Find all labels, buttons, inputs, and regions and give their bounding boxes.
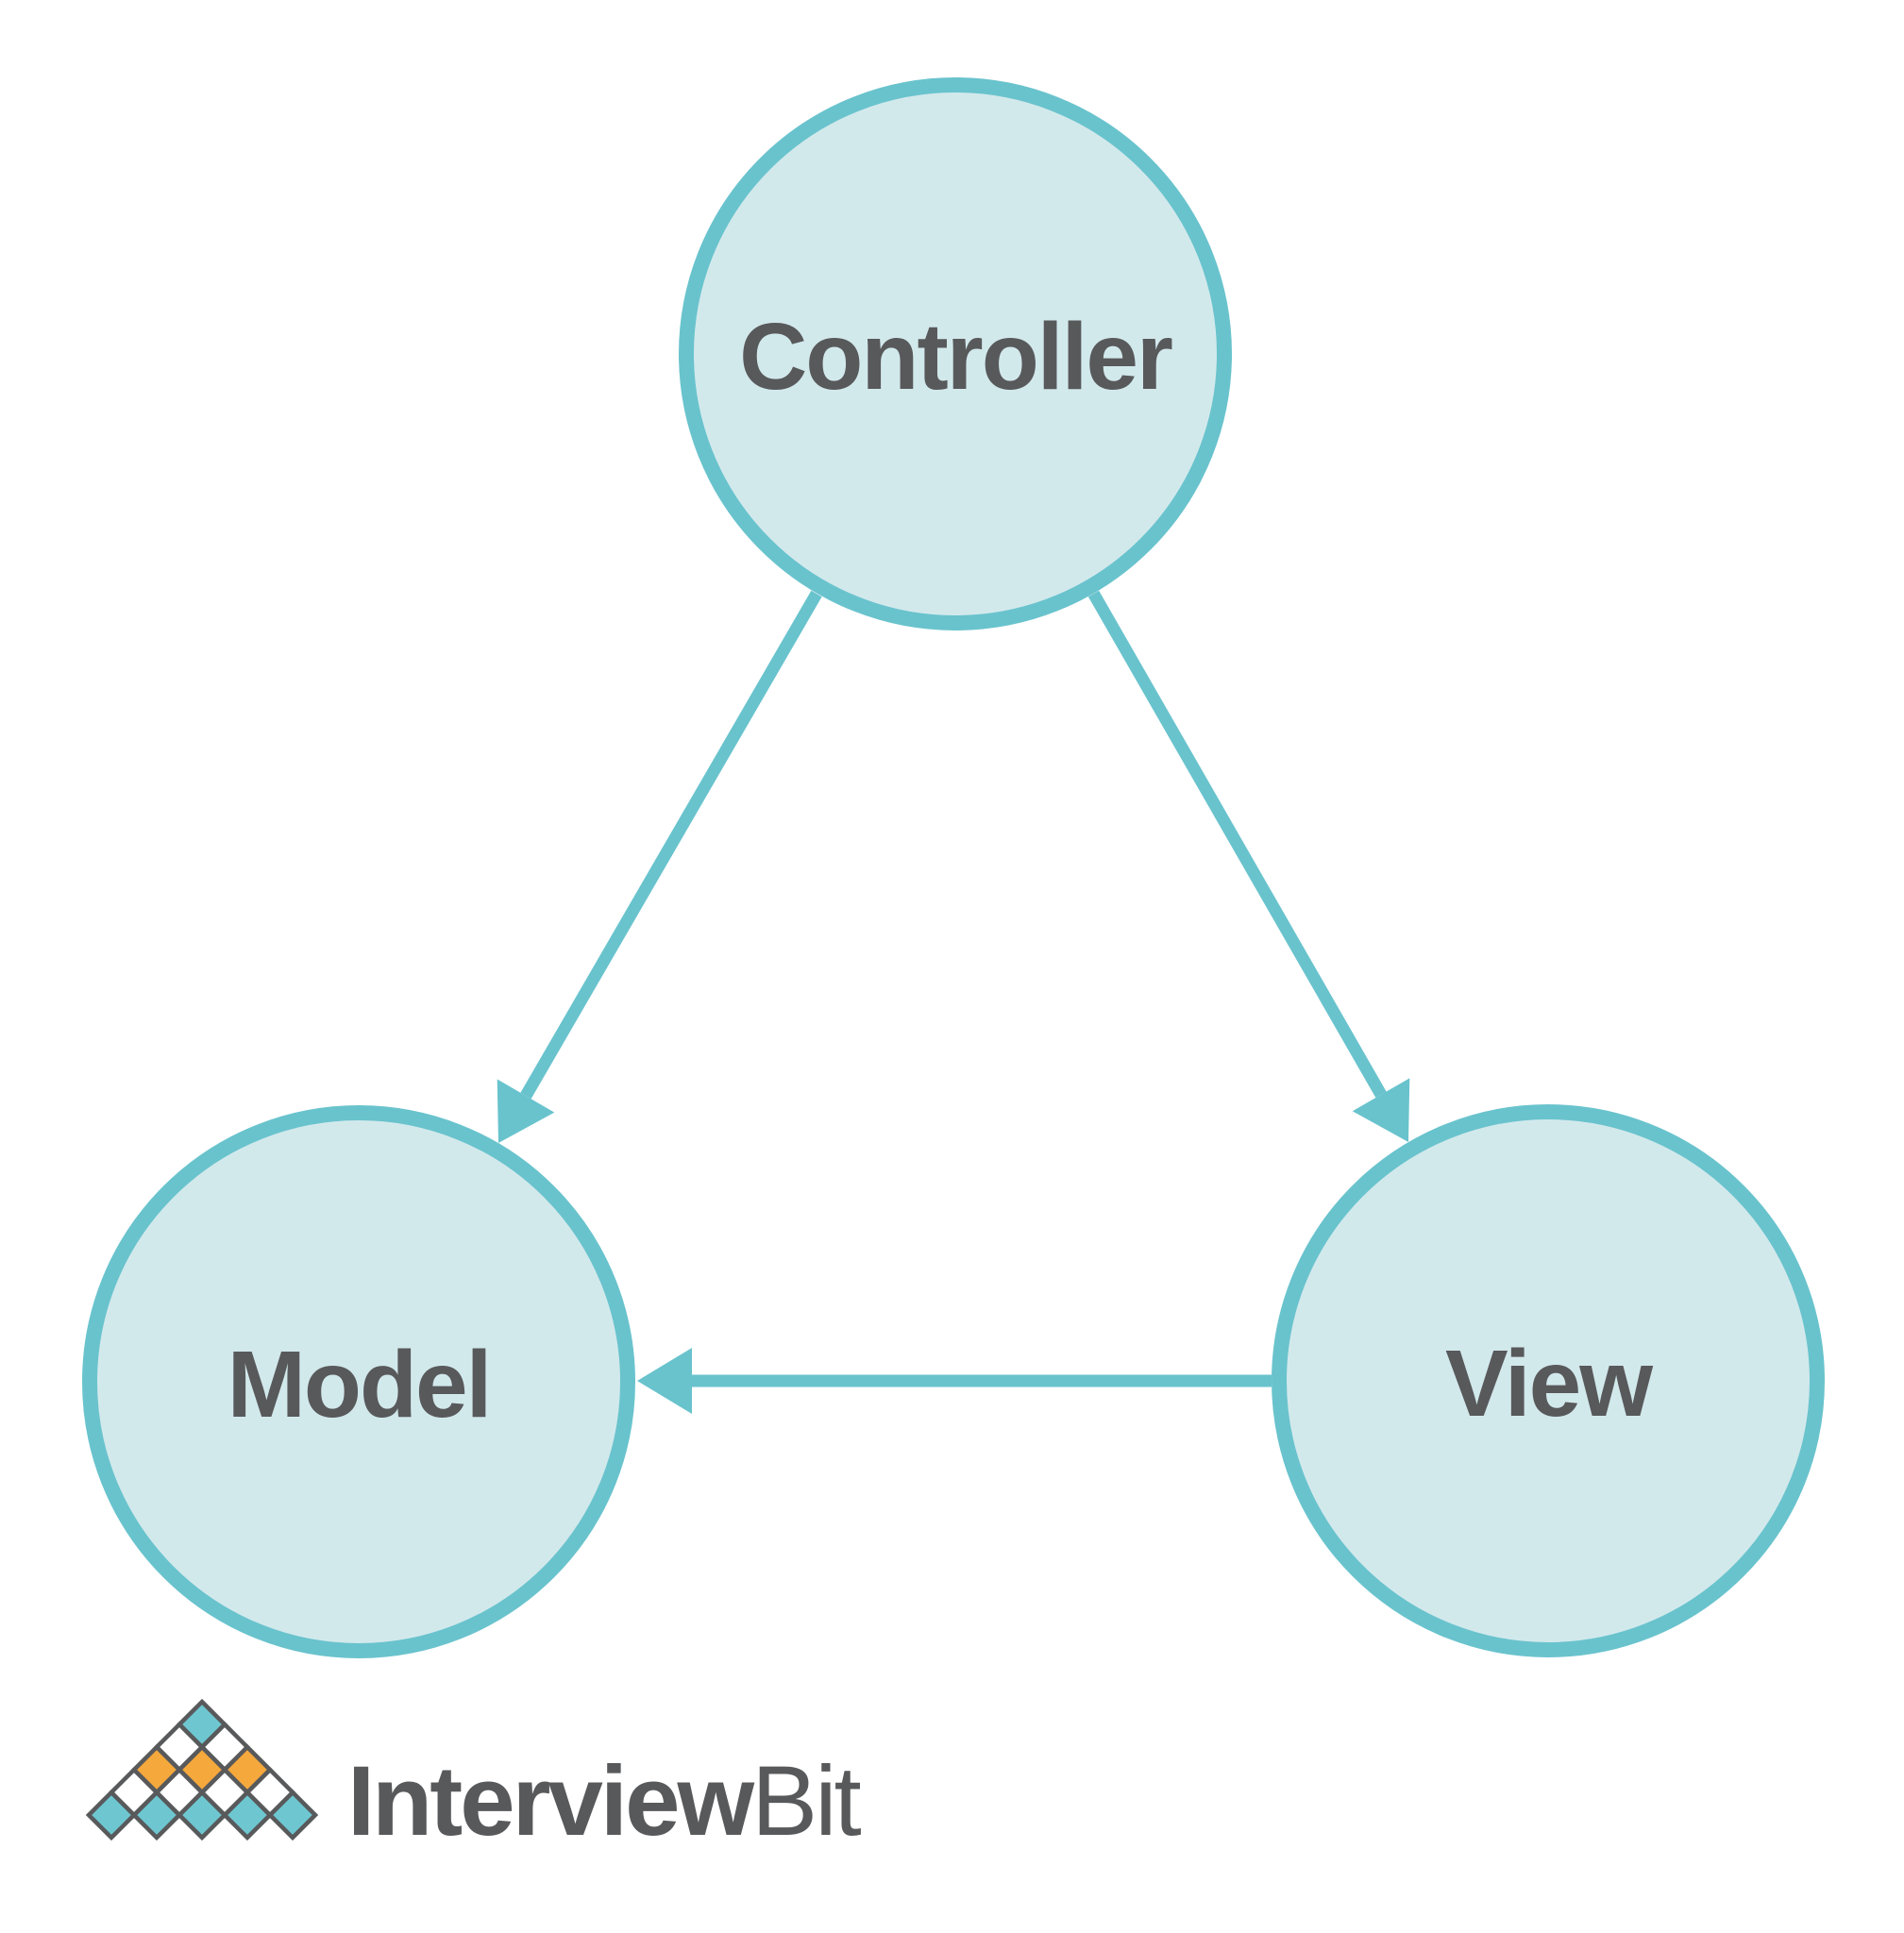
node-group: Controller Model View: [82, 77, 1825, 1658]
controller-circle: [679, 77, 1232, 630]
node-model: Model: [82, 1105, 635, 1658]
interviewbit-logo: InterviewBit: [85, 1698, 865, 1857]
logo-wordmark: InterviewBit: [347, 1746, 862, 1857]
edge-controller-to-view: [1087, 590, 1387, 1099]
controller-label: Controller: [739, 304, 1172, 410]
edge-group: [497, 590, 1410, 1414]
model-label: Model: [227, 1332, 491, 1437]
node-view: View: [1272, 1104, 1825, 1657]
model-circle: [82, 1105, 635, 1658]
logo-diamonds-orange: [130, 1743, 274, 1796]
node-controller: Controller: [679, 77, 1232, 630]
edge-controller-to-model: [520, 590, 822, 1100]
logo-text-bit: Bit: [751, 1746, 861, 1857]
arrowhead-controller-to-view-icon: [1352, 1078, 1410, 1142]
logo-diamond-pyramid-icon: [85, 1698, 319, 1841]
arrowhead-view-to-model-icon: [637, 1348, 692, 1414]
logo-text-interview: Interview: [347, 1746, 754, 1857]
arrowhead-controller-to-model-icon: [497, 1079, 555, 1143]
view-label: View: [1445, 1331, 1653, 1437]
view-circle: [1272, 1104, 1825, 1657]
